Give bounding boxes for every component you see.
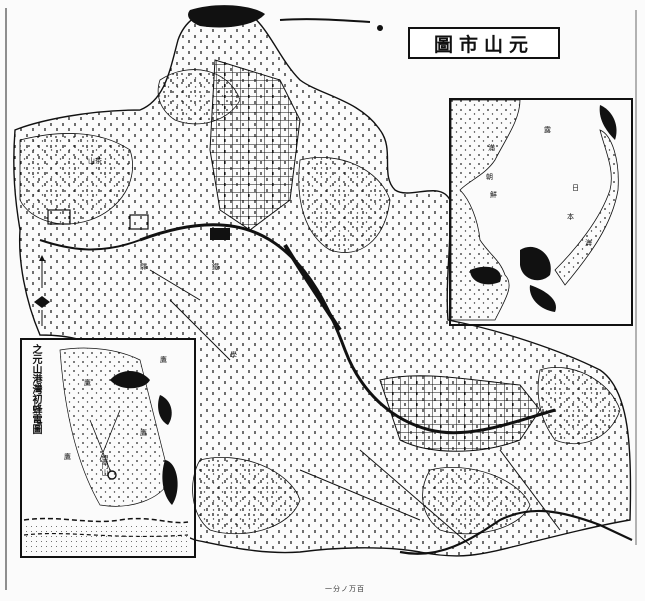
region-label-russia: 露 (544, 126, 551, 134)
inset-region-map (450, 99, 627, 321)
port-label-3: 鷹 (64, 453, 71, 461)
region-label-korea-2: 鮮 (490, 191, 497, 199)
main-label-station: 驛 (140, 263, 147, 271)
town-south (379, 375, 541, 452)
main-label-2: 學 (230, 351, 237, 359)
hill-area-west (19, 133, 133, 225)
region-label-sea-3: 海 (585, 239, 592, 247)
inset-region-frame (449, 98, 633, 326)
region-label-sea-japan: 日 (572, 184, 579, 192)
hill-area-central (298, 157, 391, 253)
hill-area-south (192, 457, 301, 535)
port-label-4: 鷹 (140, 429, 147, 437)
main-label-1: 鐵 (212, 263, 219, 271)
region-label-korea-1: 朝 (486, 173, 493, 181)
south-coast (399, 509, 633, 555)
inset-port-map (22, 340, 190, 552)
inset-port-caption: 之元山港灣初蜂電圖 (30, 344, 41, 434)
port-label-2: 鷹 (84, 379, 91, 387)
scale-note: 一分ノ万百 (325, 585, 365, 593)
region-label-manchuria: 満 (488, 144, 495, 152)
harbour-dark-area (188, 5, 265, 28)
port-label-1: 鷹 (160, 356, 167, 364)
region-label-sea-2: 本 (567, 213, 574, 221)
railway-line (139, 223, 556, 435)
marker-dot (377, 25, 383, 31)
port-label-5: 望門山 (101, 455, 109, 476)
inset-port-frame (20, 338, 196, 558)
town-north (209, 59, 301, 231)
hill-area-southeast (422, 466, 531, 535)
main-label-hill: 山茶 (88, 157, 102, 165)
hill-area-east (537, 367, 621, 444)
compass-rose-icon (34, 255, 50, 326)
map-title: 圖市山元 (408, 27, 560, 59)
